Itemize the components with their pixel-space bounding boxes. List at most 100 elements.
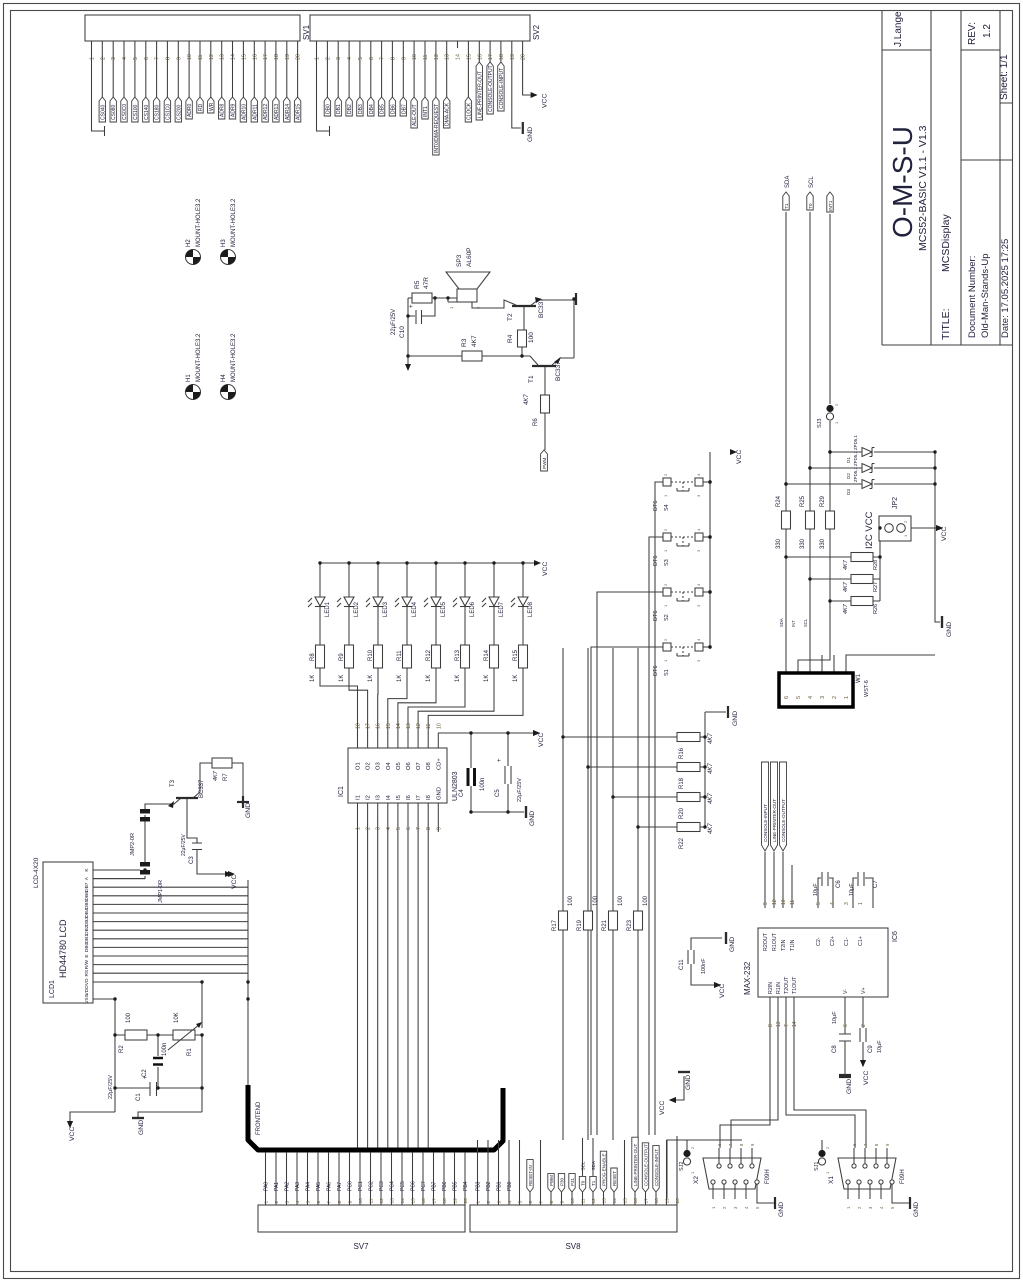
bus-label: FRONTEND [256,1101,262,1135]
wire [676,543,690,547]
net-flag [250,96,258,123]
net-flag [421,96,429,120]
label: 1 [663,604,668,607]
label: 9 [763,902,769,905]
net-flag [98,96,106,123]
label: ADR10 [241,104,247,120]
label: A [84,876,90,880]
label: 14 [400,1198,406,1204]
junction-dot [784,482,788,486]
net-flag [526,1159,534,1193]
label: 1 [711,1206,716,1209]
junction-dot [406,354,410,358]
label: GND [946,622,953,637]
c3-val: 22μF/25V [181,834,187,856]
wire [869,462,875,474]
label: DB6 [390,104,396,114]
label: R24 [776,495,782,507]
label: DB4 [369,104,375,114]
speaker-cone [444,271,492,290]
db9-pin [867,1179,873,1185]
label: D3 [846,489,851,495]
label: I7 [416,795,422,800]
wire [452,597,458,608]
label: R18 [679,777,685,789]
label: F09H [765,1169,771,1184]
label: PA4 [306,1182,312,1191]
label: RS [84,970,90,977]
sv8-ref: SV8 [565,1242,581,1251]
speaker-body [456,288,478,303]
label: PA1 [274,1182,280,1191]
db9-pin [727,1163,733,1169]
label: 7 [155,57,161,60]
label: PB1 [497,1181,503,1191]
label: CD+ [436,758,442,770]
ic1-uln2803: IC1 ULN2803 + C4 100n C5 22μF/25V 18O117… [338,723,545,1150]
label: 2 [325,57,331,60]
vcc-arrow [730,449,737,455]
label: CS100 [133,104,139,120]
db9-pin [716,1163,722,1169]
net-flag [142,96,150,123]
db9-pin [754,1179,760,1185]
label: 6 [852,1143,857,1146]
title-block: J.Lange O-M-S-U MCS52-BASIC V1.1 - V1.3 … [881,11,1012,346]
label: 15 [386,723,392,729]
label: 8 [337,1201,343,1204]
wire [596,591,663,1135]
junction-dot [113,1033,117,1037]
vcc-arrow [533,730,540,736]
pwm-label: PWM [542,458,547,469]
label: 13 [406,723,412,729]
lcd-ref: LCD1 [49,980,56,998]
label: O2 [366,762,372,770]
label: 9 [176,57,182,60]
net-flag [486,61,494,115]
label: 9 [750,1143,755,1146]
label: 6 [406,827,412,830]
label: CS0C0 [122,104,128,120]
label: 5 [755,1206,760,1209]
net-flag [345,96,353,117]
junction-dot [933,450,937,454]
junction-dot [521,561,525,565]
label: SDA [779,618,784,627]
label: PC0 [348,1181,354,1191]
label: MOUNT-HOLE3.2 [231,198,237,247]
resistor [430,644,442,669]
label: 11 [581,1198,587,1203]
label: S3 [664,559,670,566]
label: T1IN [790,939,796,951]
junction-dot [878,555,882,559]
label: GND [846,1079,853,1094]
c8-ref: C8 [832,1045,838,1053]
label: VDD [84,985,90,996]
junction-dot [446,296,450,300]
c10-ref: C10 [399,326,406,338]
t2-ref: T2 [507,313,514,321]
t1-flag-net: SDA [785,176,791,188]
label: R15 [513,649,519,661]
resistor [850,595,874,607]
label: GND [685,1075,692,1090]
resistor [632,910,644,931]
c9-val: 10μF [877,1040,883,1053]
resistor [850,573,874,585]
label: 14 [456,54,462,60]
label: 16 [633,1198,639,1204]
r1-val: 10K [174,1012,180,1023]
net-flag [388,96,397,117]
resistor [517,644,529,669]
label: 9 [560,1201,566,1204]
title-label: TITLE: [940,308,952,340]
label: 6 [316,1201,322,1204]
wire [319,668,359,733]
label: LED4 [412,601,418,617]
jp2-ref: JP2 [892,497,899,509]
junction-dot [708,590,712,594]
label: 4 [122,57,128,60]
